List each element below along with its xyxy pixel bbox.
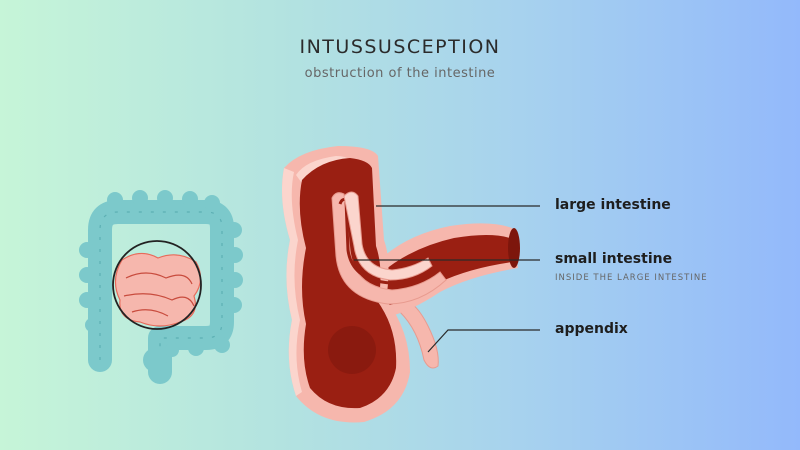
intestine-cross-section	[282, 146, 520, 423]
invaginated-small-intestine	[331, 192, 447, 305]
label-appendix: appendix	[555, 321, 628, 337]
leader-lines	[354, 205, 540, 353]
label-small-intestine: small intestine	[555, 251, 673, 267]
label-large-intestine: large intestine	[555, 197, 671, 213]
magnifier-circle	[112, 240, 202, 330]
invaginated-loop	[343, 191, 433, 281]
label-small-intestine-note: INSIDE THE LARGE INTESTINE	[555, 273, 708, 283]
diagram-subtitle: obstruction of the intestine	[304, 66, 496, 81]
colon-band	[88, 200, 234, 384]
colon-overview-icon	[79, 190, 243, 384]
leader-appendix	[427, 329, 540, 353]
diagram-title: INTUSSUSCEPTION	[299, 36, 501, 58]
small-intestine-coils	[114, 252, 202, 327]
